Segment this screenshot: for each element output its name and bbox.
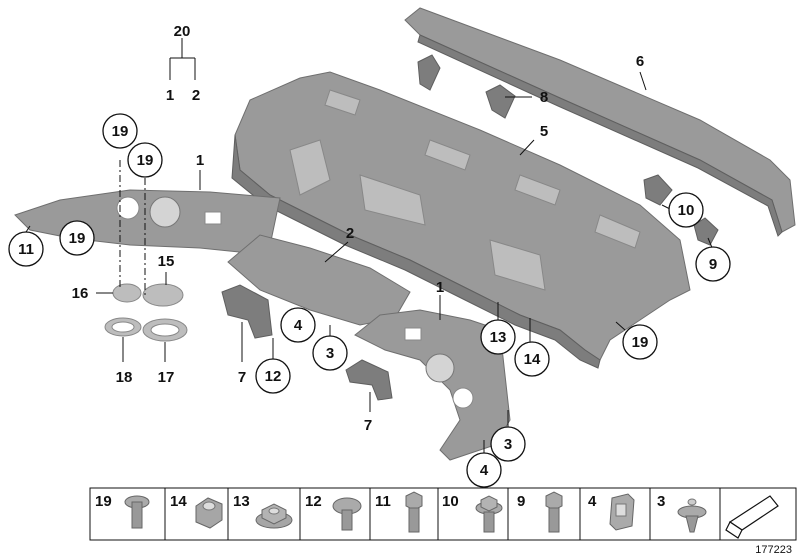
screw-icon [124,495,150,529]
reference-number: 177223 [755,544,792,556]
callout-8: 8 [540,89,548,106]
hex-bolt-icon [545,491,563,533]
legend-num: 3 [657,493,665,510]
legend-item-11: 11 [375,491,423,533]
callout-circles [8,113,731,488]
cap-part-15 [142,283,184,307]
cap-part-16 [112,283,142,303]
clip-part-10 [643,174,673,206]
legend-item-4: 4 [588,493,635,531]
legend-item-19: 19 [95,493,150,529]
callout-19-left: 19 [69,230,86,247]
callout-20: 20 [174,23,191,40]
callout-19-right: 19 [632,334,649,351]
legend-num: 10 [442,493,459,510]
arrow-icon [725,495,779,539]
left-panel-part [14,189,281,256]
callout-7-upper: 7 [238,369,246,386]
legend-num: 9 [517,493,525,510]
clip-part-8a [417,54,441,91]
ring-part-18 [104,317,142,337]
legend-item-arrow [725,495,779,539]
callout-14: 14 [524,351,541,368]
middle-panel-part [227,234,411,326]
callout-3-upper: 3 [326,345,334,362]
callout-13: 13 [490,329,507,346]
callout-16: 16 [72,285,89,302]
callout-labels: 20 1 2 19 19 1 19 11 2 16 15 18 17 7 12 … [18,23,717,479]
clip-part-9 [693,217,719,246]
hex-collar-bolt-icon [475,495,503,533]
hex-bolt-icon [405,491,423,533]
leader-lines [25,38,714,456]
bracket-part-upper [221,284,273,339]
hex-nut-icon [195,497,223,529]
parcel-shelf-part [231,71,691,369]
callout-11: 11 [18,241,34,258]
legend-item-14: 14 [170,493,223,529]
legend-num: 11 [375,493,391,510]
callout-2: 2 [346,225,354,242]
legend-item-12: 12 [305,493,362,531]
legend-num: 12 [305,493,322,510]
callout-4-lower: 4 [480,462,489,479]
legend-item-9: 9 [517,491,563,533]
legend-num: 14 [170,493,187,510]
callout-1-lower: 1 [436,279,444,296]
callout-10: 10 [678,202,695,219]
callout-4-upper: 4 [294,317,303,334]
legend-item-3: 3 [657,493,707,533]
legend-num: 4 [588,493,597,510]
fastener-legend: 19 14 13 12 [89,487,797,541]
callout-17: 17 [158,369,175,386]
right-panel-part [354,309,511,461]
trim-strip-part [404,7,796,237]
pan-head-screw-icon [332,497,362,531]
flange-nut-icon [255,503,293,529]
callout-19-second: 19 [137,152,154,169]
callout-18: 18 [116,369,133,386]
callout-5: 5 [540,123,548,140]
callout-6: 6 [636,53,644,70]
callout-7-lower: 7 [364,417,372,434]
legend-item-13: 13 [233,493,293,529]
legend-item-10: 10 [442,493,503,533]
expanding-rivet-icon [677,498,707,533]
clip-nut-icon [609,493,635,531]
legend-num: 19 [95,493,112,510]
callout-1-upper: 1 [196,152,204,169]
callout-1-group: 1 [166,87,174,104]
bracket-part-lower [345,359,393,401]
ring-part-17 [142,318,188,342]
callout-19-top: 19 [112,123,129,140]
legend-num: 13 [233,493,250,510]
callout-2-group: 2 [192,87,200,104]
callout-9: 9 [709,256,717,273]
callout-12: 12 [265,368,282,385]
callout-3-lower: 3 [504,436,512,453]
callout-15: 15 [158,253,175,270]
clip-part-8b [485,84,516,119]
